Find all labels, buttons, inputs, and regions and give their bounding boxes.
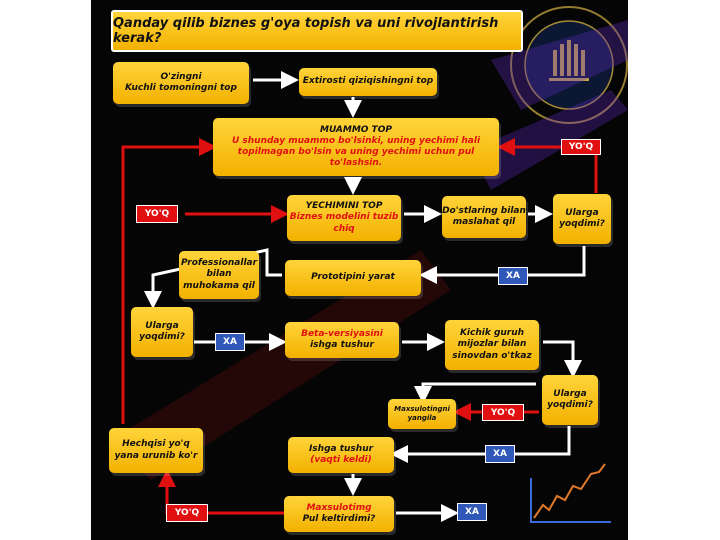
tag-no-problem-loop: YO'Q	[561, 139, 601, 155]
box-find-strengths: O'zingni Kuchli tomoningni top	[113, 62, 249, 104]
tag-yes-profit: XA	[457, 503, 487, 521]
box-launch-beta: Beta-versiyasini ishga tushur	[285, 322, 399, 358]
growth-chart-icon	[530, 463, 611, 523]
box-line: yoqdimi?	[139, 332, 185, 342]
box-text: Pul keltirdimi?	[302, 514, 376, 524]
box-heading: YECHIMINI TOP	[305, 201, 383, 212]
box-line: O'zingni	[160, 71, 202, 82]
box-line: maslahat qil	[452, 217, 516, 227]
box-heading: Ishga tushur	[308, 443, 374, 454]
box-heading: MUAMMO TOP	[320, 124, 392, 135]
box-line: Professionallar	[180, 258, 258, 269]
box-line: muhokama qil	[183, 280, 255, 291]
box-product-profit: Maxsulotimg Pul keltirdimi?	[284, 496, 394, 532]
box-find-problem: MUAMMO TOP U shunday muammo bo'lsinki, u…	[213, 118, 499, 176]
tag-no-update: YO'Q	[482, 404, 524, 421]
box-test-small-group: Kichik guruh mijozlar bilan sinovdan o't…	[445, 320, 539, 370]
box-line: Kichik guruh	[459, 328, 525, 339]
box-line: yana urunib ko'r	[114, 450, 198, 461]
box-launch: Ishga tushur (vaqti keldi)	[288, 437, 394, 473]
box-text: Biznes modelini tuzib chiq	[289, 212, 399, 234]
box-heading: Maxsulotimg	[306, 502, 372, 513]
box-line: Maxsulotingni	[394, 405, 450, 414]
tag-yes-prototype: XA	[498, 267, 528, 285]
box-line: Ularga	[553, 388, 587, 399]
tag-no-try-again: YO'Q	[166, 504, 208, 522]
tag-no-solution-loop: YO'Q	[136, 205, 178, 223]
box-line: mijozlar bilan	[457, 339, 527, 350]
box-create-prototype: Prototipini yarat	[285, 260, 421, 296]
flowchart-slide: ⁠	[91, 0, 628, 540]
box-suits-3: Ularga yoqdimi?	[542, 375, 598, 425]
box-line: Prototipini yarat	[311, 272, 395, 283]
box-find-solution: YECHIMINI TOP Biznes modelini tuzib chiq	[287, 195, 401, 241]
connector-arrows	[121, 71, 611, 523]
box-text: ishga tushur	[310, 340, 374, 350]
box-line: sinovdan o'tkaz	[452, 350, 532, 361]
box-line: bilan	[206, 269, 232, 280]
box-line: Ularga	[145, 320, 179, 331]
box-line: Do'stlaring bilan	[442, 205, 526, 216]
box-heading: Beta-versiyasini	[301, 328, 383, 339]
box-line: yoqdimi?	[547, 400, 593, 410]
box-consult-friends: Do'stlaring bilan maslahat qil	[442, 196, 526, 238]
box-find-interest: Extirosti qiziqishingni top	[299, 68, 437, 96]
box-line: Hechqisi yo'q	[122, 439, 190, 450]
box-line: Kuchli tomoningni top	[125, 83, 237, 93]
box-suits-2: Ularga yoqdimi?	[131, 307, 193, 357]
box-update-product: Maxsulotingni yangila	[388, 399, 456, 429]
tag-yes-beta: XA	[215, 333, 245, 351]
box-line: Extirosti qiziqishingni top	[302, 76, 434, 87]
box-line: Ularga	[565, 207, 599, 218]
tag-yes-launch: XA	[485, 445, 515, 463]
box-try-again: Hechqisi yo'q yana urunib ko'r	[109, 428, 203, 473]
box-text: U shunday muammo bo'lsinki, uning yechim…	[231, 135, 481, 169]
box-line: yoqdimi?	[559, 219, 605, 229]
box-suits-1: Ularga yoqdimi?	[553, 194, 611, 244]
box-line: yangila	[407, 414, 437, 422]
box-discuss-professionals: Professionallar bilan muhokama qil	[179, 251, 259, 299]
box-text: (vaqti keldi)	[310, 455, 372, 465]
slide-title: Qanday qilib biznes g'oya topish va uni …	[111, 10, 523, 52]
